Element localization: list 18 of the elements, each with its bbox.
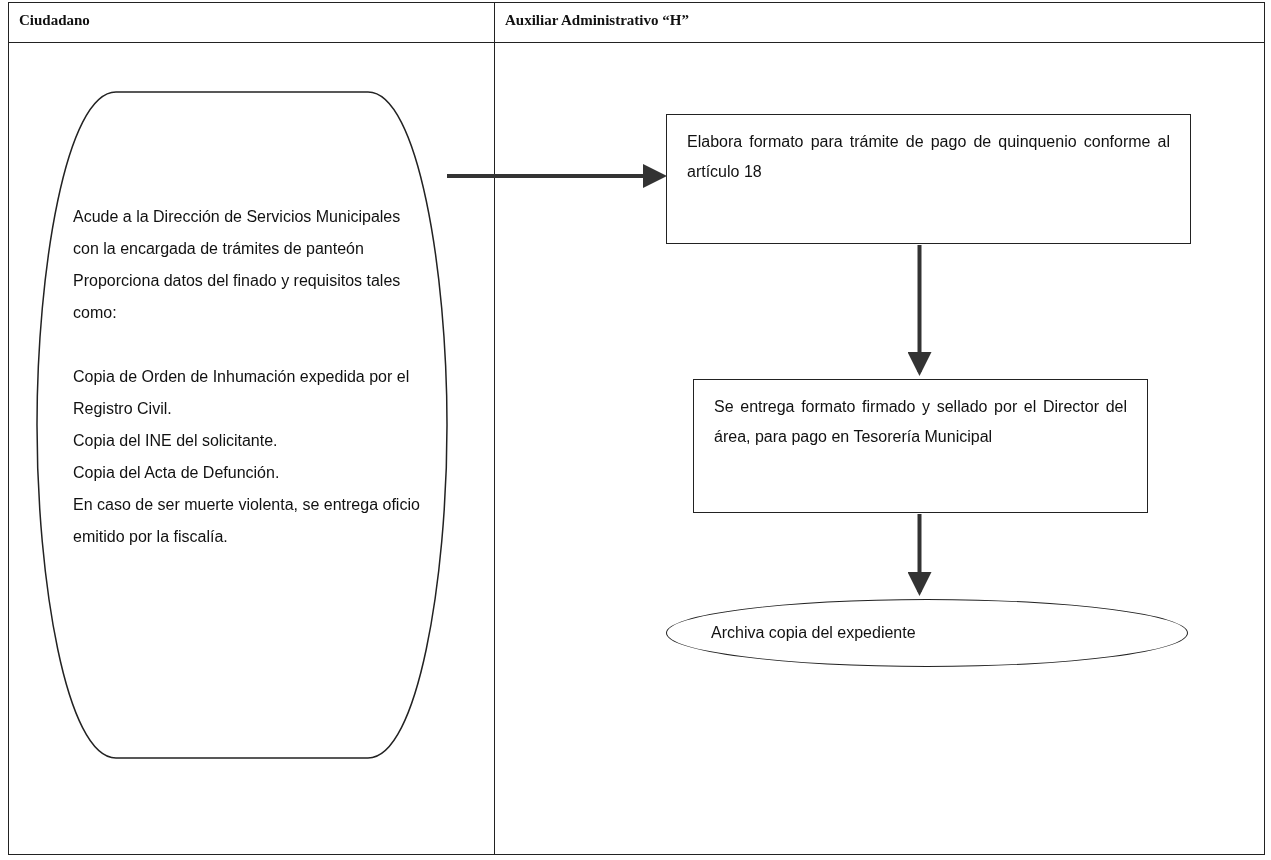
step-text: Copia de Orden de Inhumación expedida por el Registro Civil. [73,367,411,419]
swimlane-column [494,2,1265,855]
terminator-shape [36,91,448,759]
step-text: En caso de ser muerte violenta, se entrega oficio emitido por la fiscalía. [73,495,421,547]
arrow [907,514,932,596]
step-text: Acude a la Dirección de Servicios Municipales con la encargada de trámites de panteón Proporciona datos del finado y requisitos tales como: [73,207,402,323]
process-box [666,114,1191,244]
lane-header: Ciudadano [19,12,90,28]
step-text: Copia del Acta de Defunción. [73,463,281,483]
process-box [693,379,1148,513]
step-text: Se entrega formato firmado y sellado por el Director del área, para pago en Tesorería Municipal [714,397,1127,447]
step-text: Copia del INE del solicitante. [73,431,279,451]
step-text: Elabora formato para trámite de pago de quinquenio conforme al artículo 18 [687,132,1170,182]
lane-header: Auxiliar Administrativo “H” [505,12,689,28]
arrow [907,245,932,376]
step-text: Archiva copia del expediente [711,623,916,643]
arrow [447,164,667,188]
swimlane-column [8,2,495,855]
